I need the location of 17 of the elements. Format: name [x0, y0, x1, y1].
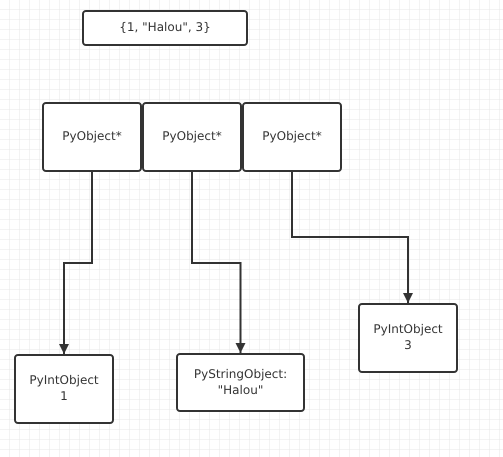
- connector-arrow: [191, 172, 246, 353]
- box-label: PyStringObject: "Halou": [194, 366, 288, 398]
- box-label: PyObject*: [262, 129, 322, 145]
- process-box: [142, 102, 242, 172]
- box-label: PyObject*: [62, 129, 122, 145]
- process-box: [82, 10, 248, 46]
- connector-arrow: [59, 172, 93, 354]
- process-box: [176, 353, 305, 412]
- process-box: [242, 102, 342, 172]
- box-label: {1, "Halou", 3}: [119, 20, 211, 36]
- process-box: [14, 354, 114, 424]
- process-box: [358, 303, 458, 373]
- box-label: PyObject*: [162, 129, 222, 145]
- process-box: [42, 102, 142, 172]
- box-label: PyIntObject 1: [29, 373, 99, 405]
- connector-arrow: [291, 172, 413, 303]
- box-label: PyIntObject 3: [373, 322, 443, 354]
